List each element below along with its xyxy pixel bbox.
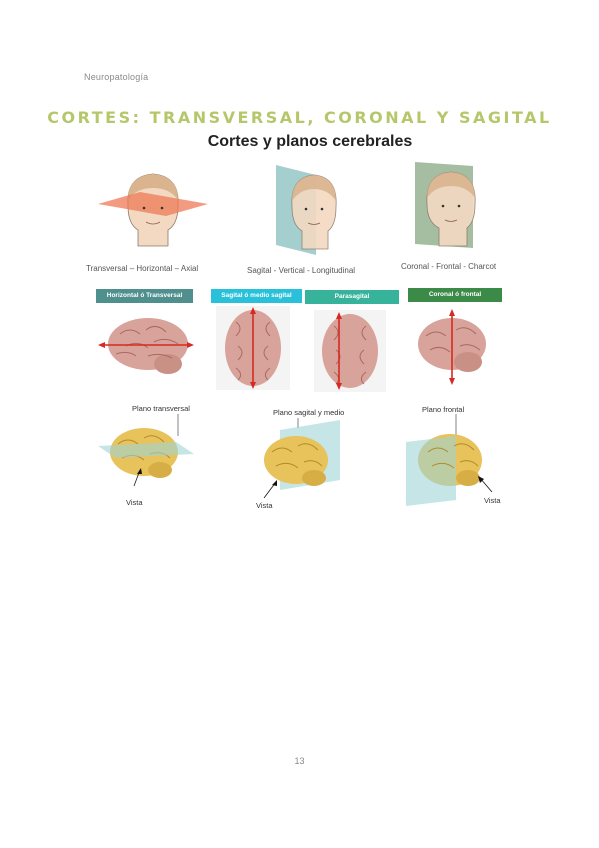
caption-sagital: Sagital - Vertical - Longitudinal [247,266,356,275]
brain-plane-frontal [406,414,493,506]
label-vista-transversal: Vista [126,498,143,507]
caption-transversal: Transversal – Horizontal – Axial [86,264,199,273]
head-sagital-illustration [276,165,337,255]
brain-plane-sagital [263,418,340,499]
brain-parasagital-section [314,310,386,392]
running-header: Neuropatología [84,72,149,82]
label-plano-transversal: Plano transversal [132,404,190,413]
tag-sagital-medio: Sagital ó medio sagital [211,289,302,303]
label-vista-frontal: Vista [484,496,501,505]
head-coronal-illustration [415,162,476,248]
tag-horizontal: Horizontal ó Transversal [96,289,193,303]
brain-plane-transversal [98,414,194,487]
tag-parasagital: Parasagital [305,290,399,304]
page-title: CORTES: TRANSVERSAL, CORONAL Y SAGITAL [47,108,552,127]
brain-coronal-section [418,309,486,385]
label-vista-sagital: Vista [256,501,273,510]
label-plano-sagital: Plano sagital y medio [273,408,345,417]
brain-horizontal-section [98,318,194,374]
brain-sagital-section [216,306,290,390]
page-subtitle: Cortes y planos cerebrales [207,133,413,150]
tag-coronal: Coronal ó frontal [408,288,502,302]
page-number: 13 [294,756,305,766]
label-plano-frontal: Plano frontal [422,405,465,414]
caption-coronal: Coronal - Frontal - Charcot [401,262,497,271]
head-transversal-illustration [98,173,208,247]
